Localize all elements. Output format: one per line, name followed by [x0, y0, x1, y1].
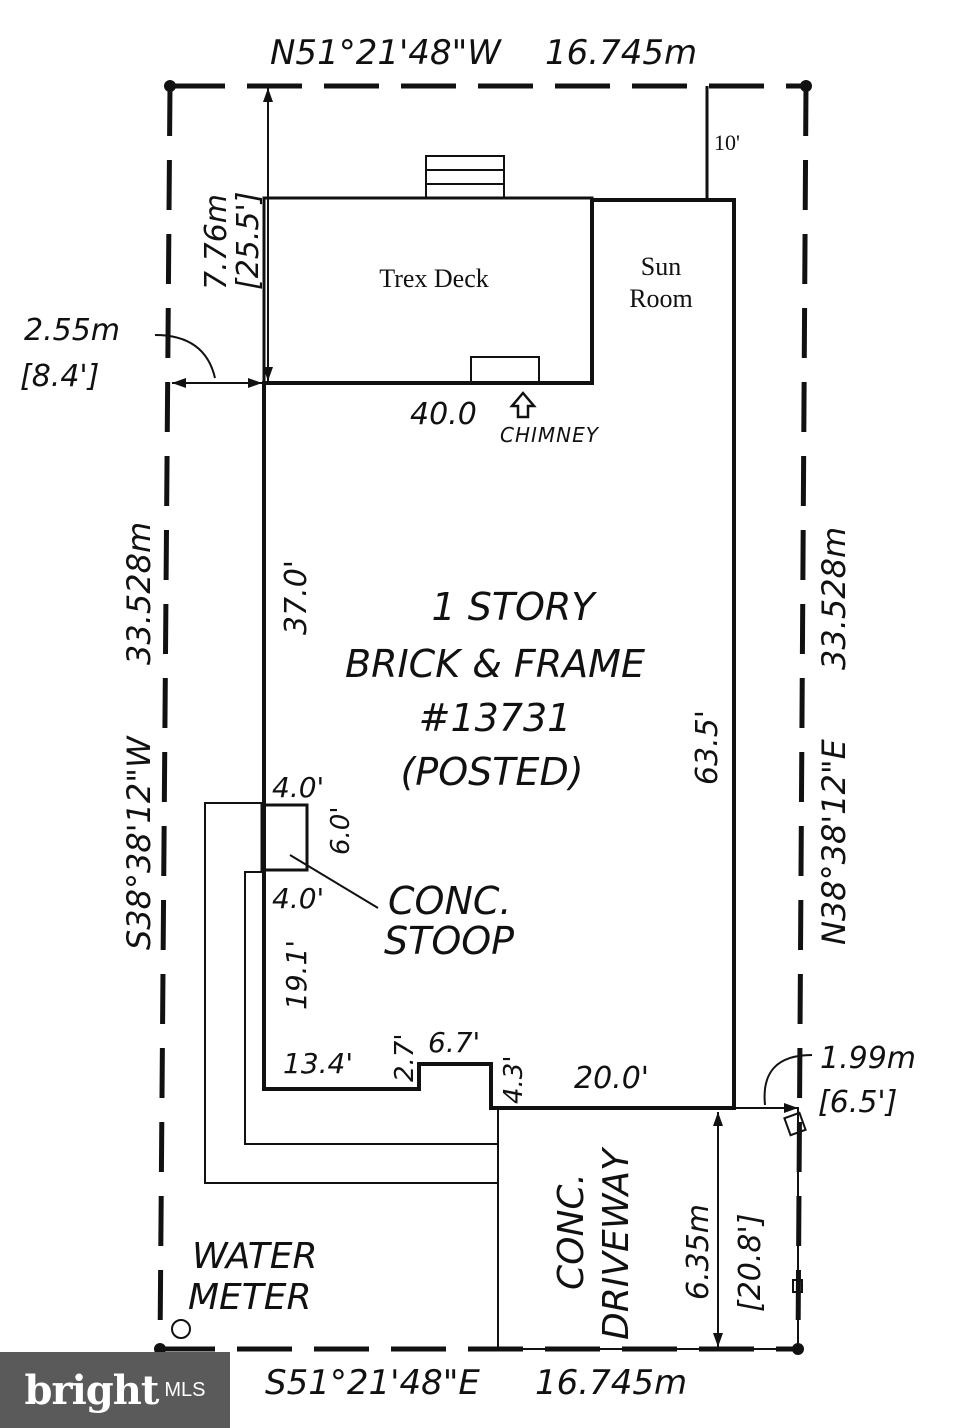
- dim-notch-right: 4.3': [499, 1056, 529, 1105]
- dim-front-right: 20.0': [574, 1061, 649, 1096]
- east-length: 33.528m: [815, 527, 853, 670]
- west-bearing: S38°38'12"W: [120, 735, 158, 950]
- front-setback-ft: [20.8']: [733, 1214, 768, 1312]
- north-length: 16.745m: [545, 33, 697, 73]
- water-meter-label-1: WATER: [192, 1236, 318, 1277]
- east-bearing: N38°38'12"E: [815, 738, 853, 945]
- sunroom-label-1: Sun: [641, 252, 681, 281]
- dimension-lines: [154, 86, 813, 1347]
- dim-notch-width: 6.7': [428, 1026, 480, 1059]
- dim-right: 63.5': [690, 710, 725, 785]
- front-setback-m: 6.35m: [681, 1204, 716, 1300]
- driveway-label-2: DRIVEWAY: [596, 1146, 637, 1340]
- deck-steps: [425, 155, 505, 199]
- dim-notch-left: 2.7': [390, 1034, 420, 1083]
- sunroom-label-2: Room: [629, 284, 693, 313]
- right-setback-ft: [6.5']: [818, 1085, 897, 1120]
- stoop-label-2: STOOP: [384, 919, 514, 963]
- rear-setback-m: 7.76m: [199, 194, 234, 290]
- dim-rear: 40.0: [410, 397, 477, 432]
- house-outline: [260, 155, 736, 1110]
- driveway-walkways: [204, 802, 799, 1350]
- left-setback-ft: [8.4']: [20, 359, 99, 394]
- concrete-driveway: [497, 1107, 799, 1350]
- deck-label: Trex Deck: [379, 264, 489, 293]
- bright-mls-watermark: bright MLS: [0, 1352, 230, 1428]
- corner-monument-nw: [164, 80, 176, 92]
- house-stories: 1 STORY: [431, 585, 597, 629]
- chimney-label: CHIMNEY: [500, 423, 600, 447]
- stoop-label-1: CONC.: [388, 879, 511, 923]
- dim-stoop-side: 6.0': [326, 807, 356, 856]
- rear-setback-ft: [25.5']: [231, 192, 266, 290]
- west-length: 33.528m: [120, 522, 158, 665]
- south-length: 16.745m: [535, 1363, 687, 1403]
- dim-left-lower: 19.1': [280, 940, 313, 1010]
- dim-stoop-bottom: 4.0': [272, 882, 324, 915]
- corner-monument-ne: [800, 80, 812, 92]
- driveway-label-1: CONC.: [551, 1173, 592, 1290]
- house-number: #13731: [419, 696, 572, 740]
- watermark-brand: bright: [24, 1366, 160, 1414]
- watermark-suffix: MLS: [164, 1378, 206, 1401]
- dim-stoop-top: 4.0': [272, 771, 324, 804]
- water-meter-label-2: METER: [188, 1277, 312, 1318]
- utility-marker-icon: [792, 1279, 803, 1293]
- left-setback-m: 2.55m: [24, 313, 120, 348]
- property-boundary: [154, 80, 812, 1355]
- concrete-stoop: [260, 803, 309, 872]
- north-bearing: N51°21'48"W: [270, 33, 502, 73]
- chimney-arrow-icon: [509, 391, 537, 419]
- house-posted: (POSTED): [400, 750, 583, 794]
- house-construction: BRICK & FRAME: [345, 642, 645, 686]
- chimney: [470, 356, 540, 383]
- south-bearing: S51°21'48"E: [265, 1363, 480, 1403]
- right-setback-m: 1.99m: [820, 1041, 916, 1076]
- water-meter-icon: [171, 1319, 191, 1339]
- utility-box-icon: [783, 1111, 807, 1137]
- dim-front-left: 13.4': [283, 1047, 353, 1080]
- sunroom-offset: 10': [714, 130, 740, 155]
- dim-left-upper: 37.0': [279, 560, 314, 635]
